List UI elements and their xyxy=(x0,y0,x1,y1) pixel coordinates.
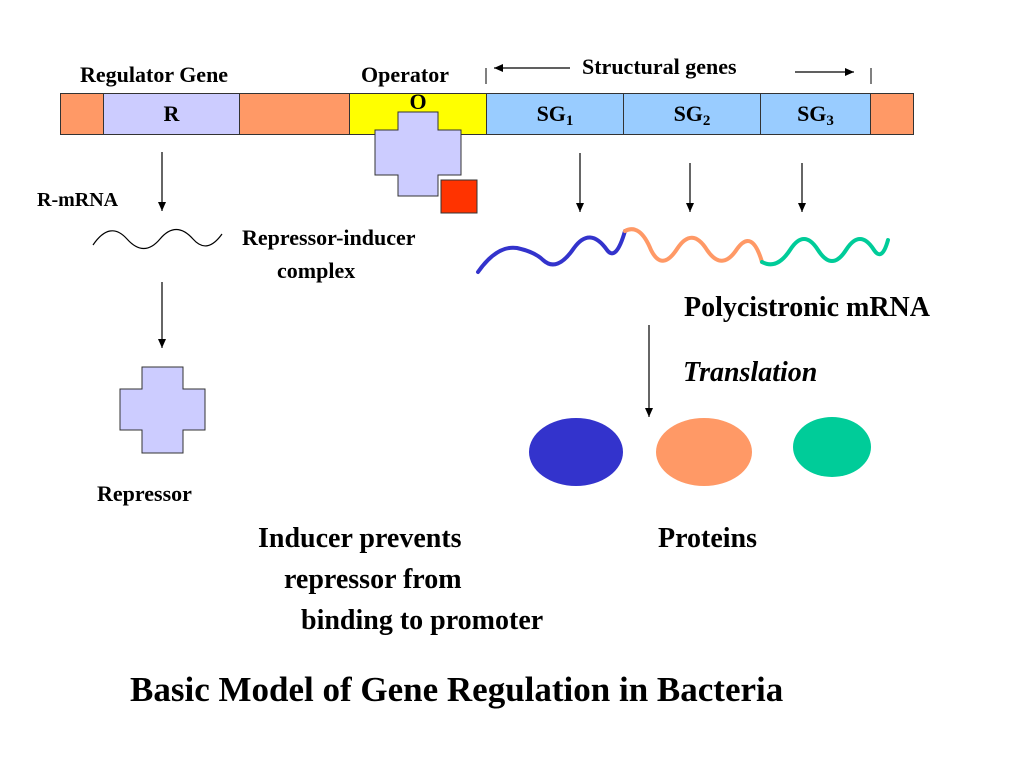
dna-spacer-right xyxy=(870,93,914,135)
repressor-inducer-label-line2: complex xyxy=(277,258,356,283)
regulator-gene-symbol: R xyxy=(163,101,180,126)
inducer-note-line3: binding to promoter xyxy=(301,605,544,636)
mrna-segment-sg3 xyxy=(760,237,890,267)
protein-3 xyxy=(793,417,871,477)
structural-genes-label: Structural genes xyxy=(582,54,737,79)
mrna-segment-sg2 xyxy=(623,227,764,264)
repressor-inducer-label-line1: Repressor-inducer xyxy=(242,225,416,250)
mrna-segment-sg1 xyxy=(476,229,627,274)
operator-label: Operator xyxy=(361,62,449,87)
repressor-shape xyxy=(119,366,206,454)
structural-gene-2-segment: SG2 xyxy=(623,93,761,135)
repressor-label: Repressor xyxy=(97,481,192,506)
structural-gene-3-label: SG3 xyxy=(797,101,834,129)
polycistronic-mrna-label: Polycistronic mRNA xyxy=(684,292,930,323)
operator-symbol: O xyxy=(409,89,427,114)
r-mrna-label: R-mRNA xyxy=(37,189,119,211)
repressor-inducer-complex-shape xyxy=(374,111,462,197)
inducer-note-line2: repressor from xyxy=(284,564,462,595)
inducer-note-line1: Inducer prevents xyxy=(258,523,462,554)
proteins-label: Proteins xyxy=(658,523,758,554)
regulator-gene-segment: R xyxy=(103,93,240,135)
inducer-square xyxy=(440,179,478,214)
regulator-gene-label: Regulator Gene xyxy=(80,62,229,87)
protein-1 xyxy=(529,418,623,486)
translation-label: Translation xyxy=(683,357,818,388)
diagram-title: Basic Model of Gene Regulation in Bacter… xyxy=(130,670,784,709)
structural-gene-3-segment: SG3 xyxy=(760,93,871,135)
protein-2 xyxy=(656,418,752,486)
structural-gene-1-segment: SG1 xyxy=(486,93,624,135)
structural-gene-2-label: SG2 xyxy=(673,101,711,129)
structural-gene-1-label: SG1 xyxy=(536,101,574,129)
dna-spacer-left xyxy=(60,93,104,135)
r-mrna-wave xyxy=(92,228,223,250)
